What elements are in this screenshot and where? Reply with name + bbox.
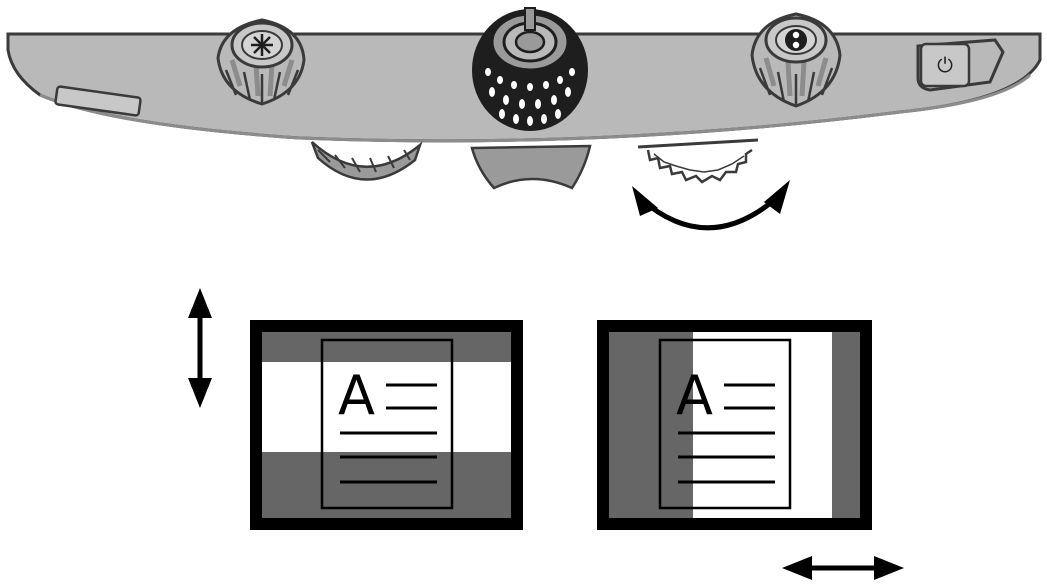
power-button[interactable]: ⏻ — [916, 38, 1005, 92]
rotary-wheel[interactable] — [637, 138, 759, 184]
top-mask-band — [262, 332, 511, 362]
power-icon: ⏻ — [937, 53, 953, 77]
knob-grip-dots — [485, 68, 575, 126]
left-mask-band — [609, 332, 693, 518]
panel-horizontal-mask: A — [250, 320, 523, 530]
mode-icon — [785, 29, 807, 51]
right-mask-band — [832, 332, 860, 518]
document-letter: A — [338, 364, 375, 427]
dial-icon — [514, 7, 546, 54]
rotation-arrow — [632, 180, 790, 231]
panel-vertical-mask: A — [597, 320, 872, 530]
left-knob[interactable] — [216, 18, 306, 106]
center-rocker[interactable] — [470, 144, 592, 190]
center-knob[interactable] — [472, 7, 588, 131]
document-letter: A — [676, 364, 713, 427]
right-knob[interactable] — [750, 12, 842, 108]
star-icon — [251, 34, 273, 56]
vertical-double-arrow — [188, 288, 212, 408]
document-icon: A — [658, 338, 792, 510]
document-icon: A — [320, 338, 454, 510]
horizontal-double-arrow — [782, 556, 904, 580]
side-slot — [54, 85, 142, 117]
bottom-wheel-left[interactable] — [310, 141, 423, 181]
